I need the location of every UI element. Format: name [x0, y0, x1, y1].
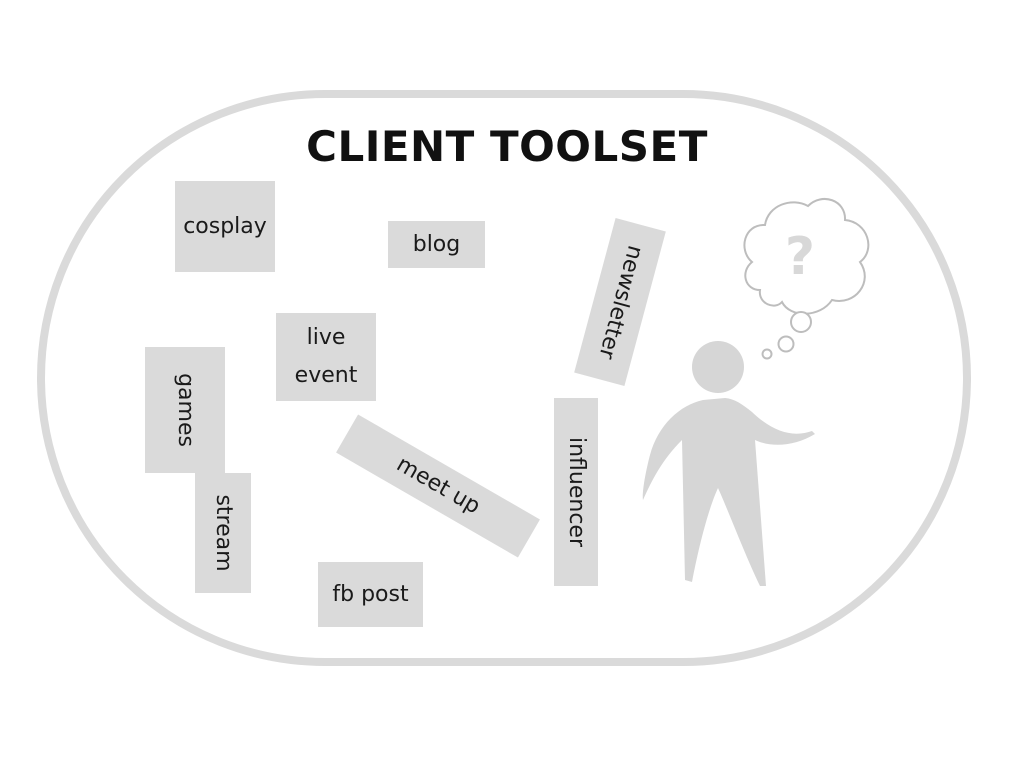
tool-box-stream: stream: [195, 473, 251, 593]
thought-bubble-large: [790, 311, 812, 333]
tool-label-blog: blog: [412, 231, 461, 257]
tool-box-live-event: live event: [276, 313, 376, 401]
thought-bubble-small: [761, 348, 773, 360]
diagram-title: CLIENT TOOLSET: [306, 122, 708, 171]
tool-label-games: games: [173, 373, 198, 447]
rounded-outline: [37, 90, 971, 666]
tool-box-games: games: [145, 347, 225, 473]
thinking-person-illustration: ?: [642, 197, 870, 586]
thought-bubble-medium: [777, 335, 795, 353]
person-body: [642, 398, 815, 586]
question-mark-icon: ?: [785, 227, 815, 287]
tool-label-stream: stream: [211, 494, 236, 572]
tool-label-live-event: live event: [294, 325, 358, 388]
person-head: [692, 341, 744, 393]
tool-label-fb-post: fb post: [332, 581, 409, 607]
tool-box-fb-post: fb post: [318, 562, 423, 627]
tool-box-cosplay: cosplay: [175, 181, 275, 272]
tool-box-influencer: influencer: [554, 398, 598, 586]
tool-label-cosplay: cosplay: [183, 213, 267, 239]
tool-label-influencer: influencer: [564, 436, 589, 547]
tool-box-blog: blog: [388, 221, 485, 268]
